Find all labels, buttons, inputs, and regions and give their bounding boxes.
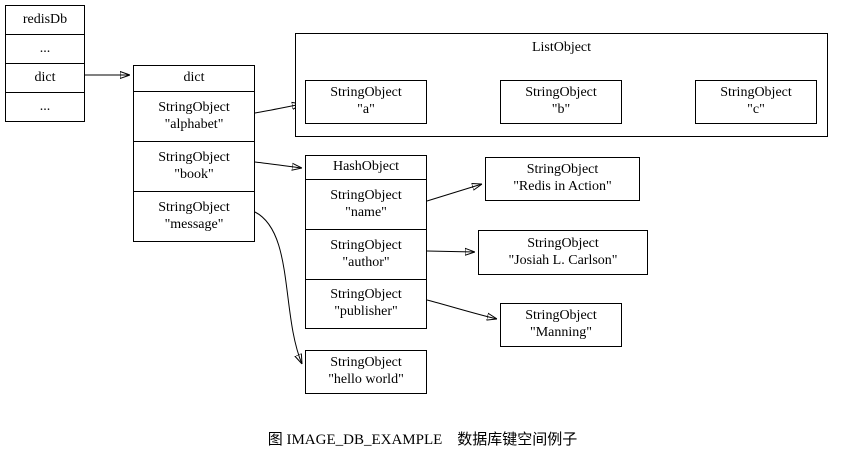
value-redis-in-action: StringObject "Redis in Action" (485, 157, 640, 201)
edge-publisher-to-value (426, 299, 497, 319)
redisdb-row-dict: dict (6, 63, 84, 92)
object-type-label: StringObject (526, 162, 599, 178)
object-value-label: "publisher" (334, 304, 398, 319)
object-value-label: "Josiah L. Carlson" (508, 252, 618, 268)
dict-row-alphabet: StringObject "alphabet" (134, 91, 254, 141)
dict-row-message: StringObject "message" (134, 191, 254, 241)
value-manning: StringObject "Manning" (500, 303, 622, 347)
value-josiah-carlson: StringObject "Josiah L. Carlson" (478, 230, 648, 275)
object-type-label: StringObject (330, 85, 402, 101)
redisdb-table: redisDb ... dict ... (5, 5, 85, 122)
listobject-title: ListObject (531, 40, 592, 55)
list-item-c: StringObject "c" (695, 80, 817, 124)
hashobject-header: HashObject (332, 159, 400, 175)
object-type-label: StringObject (527, 235, 599, 251)
edge-name-to-value (426, 184, 482, 202)
dict-header: dict (183, 70, 205, 86)
redisdb-row-ellipsis-top: ... (6, 34, 84, 63)
object-value-label: "hello world" (328, 372, 404, 387)
object-value-label: "author" (342, 254, 390, 270)
value-hello-world: StringObject "hello world" (305, 350, 427, 394)
object-value-label: "a" (357, 102, 375, 117)
list-item-b: StringObject "b" (500, 80, 622, 124)
hashobject-table: HashObject StringObject "name" StringObj… (305, 155, 427, 329)
object-value-label: "c" (747, 102, 765, 117)
dict-row-book: StringObject "book" (134, 141, 254, 191)
object-type-label: StringObject (330, 355, 402, 371)
edge-author-to-value (426, 251, 475, 252)
edge-book-to-hash (254, 161, 302, 168)
edge-message-to-helloworld (254, 211, 302, 364)
object-type-label: StringObject (330, 237, 402, 253)
object-value-label: "Manning" (530, 325, 592, 340)
object-type-label: StringObject (158, 149, 230, 165)
object-type-label: StringObject (330, 187, 402, 203)
object-value-label: "name" (345, 204, 387, 220)
hash-row-publisher: StringObject "publisher" (306, 279, 426, 328)
object-value-label: "message" (164, 216, 224, 232)
dict-table: dict StringObject "alphabet" StringObjec… (133, 65, 255, 242)
hash-row-name: StringObject "name" (306, 179, 426, 229)
list-item-a: StringObject "a" (305, 80, 427, 124)
object-type-label: StringObject (158, 199, 230, 215)
object-type-label: StringObject (720, 85, 792, 101)
redisdb-row-header: redisDb (22, 11, 68, 27)
object-value-label: "Redis in Action" (513, 179, 612, 194)
object-value-label: "b" (551, 102, 571, 117)
object-type-label: StringObject (330, 287, 402, 303)
object-value-label: "alphabet" (164, 116, 224, 132)
object-type-label: StringObject (158, 99, 230, 115)
redisdb-row-ellipsis-bottom: ... (6, 92, 84, 121)
object-type-label: StringObject (525, 85, 597, 101)
hash-row-author: StringObject "author" (306, 229, 426, 279)
object-type-label: StringObject (525, 308, 597, 324)
figure-caption: 图 IMAGE_DB_EXAMPLE 数据库键空间例子 (267, 432, 578, 448)
object-value-label: "book" (174, 166, 214, 182)
